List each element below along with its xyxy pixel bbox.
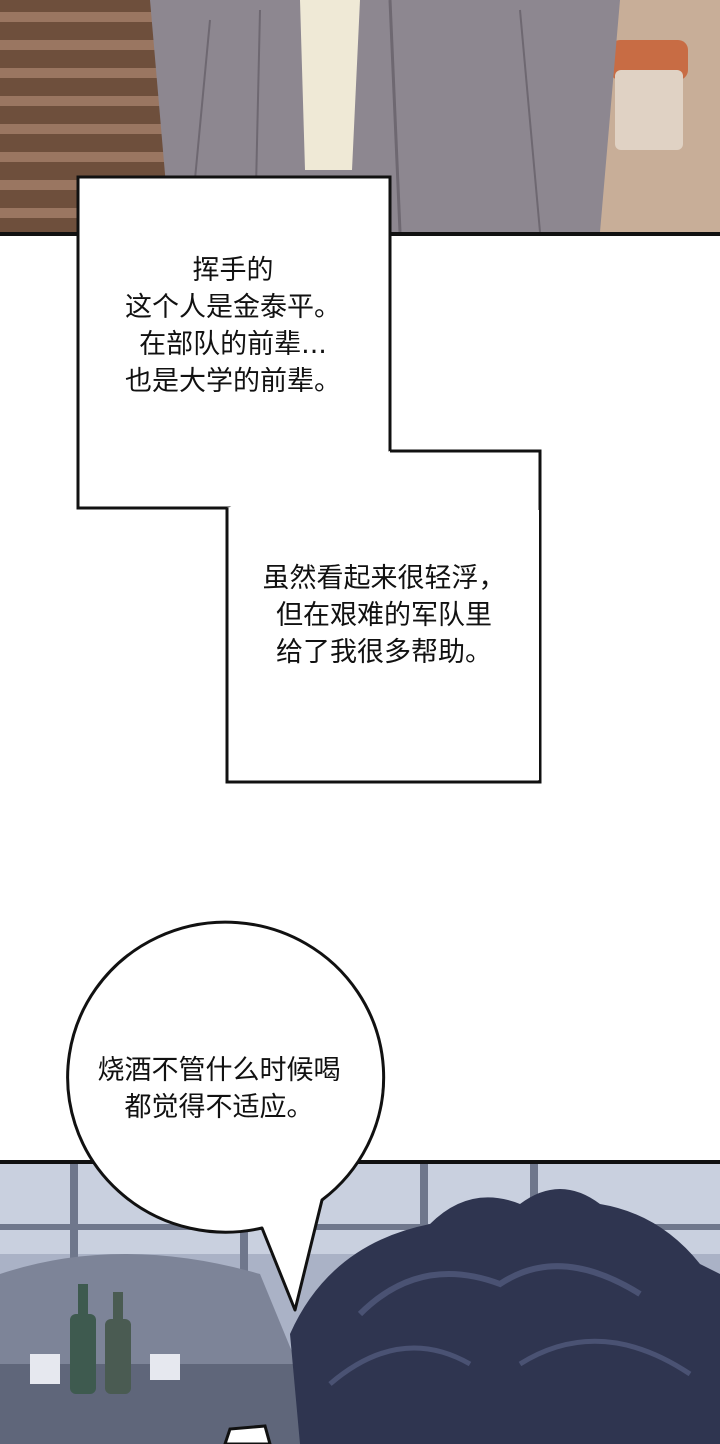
speech-bubble-text: 烧酒不管什么时候喝 都觉得不适应。	[97, 1055, 341, 1123]
character-hair	[290, 1189, 720, 1444]
background-pot	[600, 0, 720, 232]
caption-box-1-text: 挥手的 这个人是金泰平。 在部队的前辈... 也是大学的前辈。	[125, 255, 341, 397]
caption-box-2-text: 虽然看起来很轻浮， 但在艰难的军队里 给了我很多帮助。	[262, 563, 506, 668]
speech-bubble-outline	[66, 920, 386, 1312]
soju-bottles	[30, 1284, 180, 1394]
bottom-panel-art	[0, 1164, 720, 1444]
bottom-comic-panel	[0, 1160, 720, 1444]
